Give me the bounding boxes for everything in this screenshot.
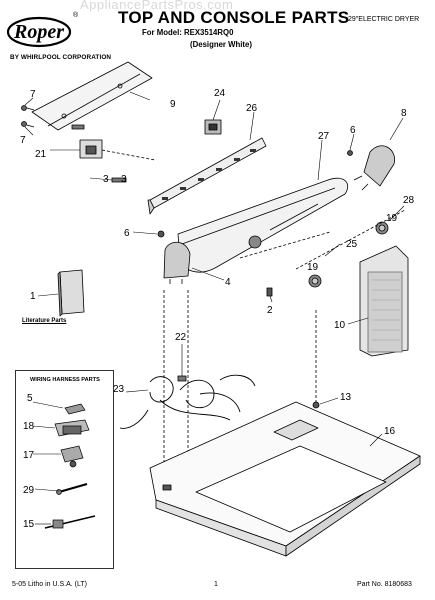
part-18 bbox=[54, 419, 90, 437]
callout: 4 bbox=[225, 277, 231, 288]
screw-3-upper bbox=[71, 124, 85, 130]
knob-19-lower bbox=[308, 274, 322, 288]
screw-13 bbox=[312, 401, 320, 409]
footer-page-number: 1 bbox=[214, 581, 218, 588]
footer-litho: 5-05 Litho in U.S.A. (LT) bbox=[12, 581, 87, 588]
footer-part-number: Part No. 8180683 bbox=[357, 581, 412, 588]
callout: 8 bbox=[401, 108, 407, 119]
harness-callouts: 5 18 17 29 15 bbox=[23, 393, 35, 530]
watermark: AppliancePartsPros.com bbox=[80, 0, 234, 12]
wiring-harness-box: 5 18 17 29 15 bbox=[15, 370, 114, 569]
callout: 15 bbox=[23, 519, 35, 530]
console-rail bbox=[147, 137, 267, 215]
callout: 5 bbox=[27, 393, 33, 404]
screw-7-lower bbox=[21, 121, 35, 128]
variant-line: (Designer White) bbox=[190, 40, 252, 49]
brand-byline: BY WHIRLPOOL CORPORATION bbox=[10, 54, 112, 61]
literature-booklet bbox=[57, 269, 85, 317]
callout: 17 bbox=[23, 450, 35, 461]
part-24-timer bbox=[204, 119, 222, 135]
callout: 7 bbox=[20, 135, 26, 146]
callout: 13 bbox=[340, 392, 352, 403]
wire-harness bbox=[119, 374, 256, 429]
part-17 bbox=[60, 445, 84, 468]
callout: 28 bbox=[403, 195, 415, 206]
registered-mark: ® bbox=[73, 12, 79, 19]
callout: 18 bbox=[23, 421, 35, 432]
model-line: For Model: REX3514RQ0 bbox=[142, 28, 234, 37]
screw-6-left bbox=[157, 230, 165, 238]
callout: 7 bbox=[30, 89, 36, 100]
callout: 1 bbox=[30, 291, 36, 302]
screw-7-upper bbox=[21, 105, 35, 111]
wiring-harness-title: WIRING HARNESS PARTS bbox=[30, 377, 100, 383]
roper-logo: Roper bbox=[6, 16, 72, 48]
part-5 bbox=[64, 403, 86, 415]
part-15 bbox=[44, 515, 96, 529]
callout: 19 bbox=[307, 262, 319, 273]
callout: 10 bbox=[334, 320, 346, 331]
product-type: 29"ELECTRIC DRYER bbox=[348, 16, 420, 23]
callout: 27 bbox=[318, 131, 330, 142]
callout: 29 bbox=[23, 485, 35, 496]
literature-parts-label: Literature Parts bbox=[22, 318, 67, 324]
callout: 16 bbox=[384, 426, 396, 437]
callout: 22 bbox=[175, 332, 187, 343]
callout-numbers: 7 9 21 3 7 24 26 8 6 27 28 19 3 6 25 4 1… bbox=[20, 88, 415, 437]
part-21-switch bbox=[79, 139, 156, 161]
end-cap-right bbox=[353, 145, 396, 191]
callout: 3 bbox=[103, 174, 109, 185]
logo-text: Roper bbox=[13, 21, 64, 43]
callout: 26 bbox=[246, 103, 258, 114]
callout: 25 bbox=[346, 239, 358, 250]
callout: 2 bbox=[267, 305, 273, 316]
end-cap-left bbox=[163, 241, 191, 284]
callout: 9 bbox=[170, 99, 176, 110]
callout: 24 bbox=[214, 88, 226, 99]
callout: 6 bbox=[350, 125, 356, 136]
callout: 21 bbox=[35, 149, 47, 160]
dryer-top-panel bbox=[149, 401, 421, 557]
screw-2 bbox=[266, 287, 273, 297]
knob-19-upper bbox=[375, 221, 389, 235]
part-22-clip bbox=[177, 375, 187, 382]
console-panel bbox=[177, 177, 349, 273]
callout: 19 bbox=[386, 213, 398, 224]
callout: 23 bbox=[113, 384, 125, 395]
rear-bracket bbox=[31, 61, 153, 131]
screw-6-right bbox=[347, 150, 353, 156]
callout: 6 bbox=[124, 228, 130, 239]
callout: 3 bbox=[121, 174, 127, 185]
diagram-title: TOP AND CONSOLE PARTS bbox=[118, 8, 350, 27]
lint-screen bbox=[359, 245, 409, 357]
